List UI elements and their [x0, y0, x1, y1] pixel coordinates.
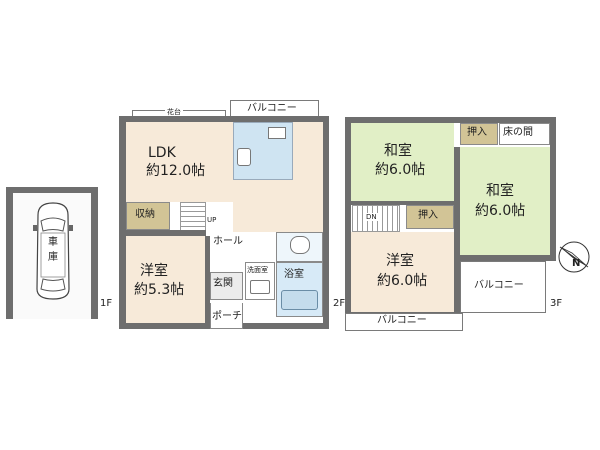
room-ldk [126, 122, 323, 202]
garage-block: 車 庫 [6, 187, 98, 319]
oshiire-1 [460, 123, 498, 145]
tokonoma-label: 床の間 [503, 127, 533, 138]
balcony-3f-bottom-label: バルコニー [377, 315, 427, 326]
compass-north-label: N [572, 258, 581, 269]
garage-label-1: 車 [48, 237, 58, 248]
garage-label-2: 庫 [48, 252, 58, 263]
storage-2f-label: 収納 [135, 209, 155, 220]
balcony-3f-right [460, 261, 546, 313]
ldk-name: LDK [148, 145, 176, 161]
washitsu-2-size: 約6.0帖 [475, 203, 526, 219]
floor-tag-2f: 2F [333, 298, 346, 309]
washbasin-icon [250, 280, 270, 294]
balcony-2f-label: バルコニー [247, 103, 297, 114]
wall-washitsu-2-left [454, 147, 460, 255]
yoshitsu-2f-size: 約5.3帖 [134, 282, 185, 298]
tokonoma [499, 123, 550, 145]
yoshitsu-2f-name: 洋室 [140, 263, 168, 279]
yoshitsu-3f-name: 洋室 [386, 253, 414, 269]
stairs-up-label: UP [207, 216, 217, 224]
porch-label: ポーチ [212, 311, 242, 322]
balcony-3f-bottom [345, 313, 463, 331]
oshiire-2 [406, 205, 454, 229]
porch [210, 303, 243, 329]
yoshitsu-3f-size: 約6.0帖 [377, 273, 428, 289]
washitsu-2-name: 和室 [486, 183, 514, 199]
room-washitsu-2 [460, 147, 550, 255]
balcony-3f-right-label: バルコニー [474, 280, 524, 291]
flower-bed-label: 花台 [165, 108, 183, 117]
sink-icon [268, 127, 286, 139]
toilet-icon [290, 236, 310, 254]
garage-wall-left [6, 187, 13, 319]
wall-yoshitsu-right [205, 236, 210, 323]
bathroom-label: 浴室 [284, 269, 304, 280]
washroom-label: 洗面室 [247, 266, 268, 274]
stove-icon [237, 148, 251, 166]
entrance [210, 272, 243, 300]
room-washitsu-1 [351, 123, 454, 201]
garage-wall-top [6, 187, 98, 193]
room-ldk-lower [233, 200, 323, 232]
wall-3f-middle [351, 201, 454, 205]
floor-tag-1f: 1F [100, 298, 113, 309]
oshiire-1-label: 押入 [467, 127, 487, 138]
oshiire-2-label: 押入 [418, 210, 438, 221]
stairs-dn-label: DN [365, 213, 378, 222]
garage-wall-right [91, 187, 98, 319]
room-yoshitsu-2f [126, 236, 206, 323]
washitsu-1-name: 和室 [384, 143, 412, 159]
entrance-label: 玄関 [213, 278, 233, 289]
car-icon: 車 庫 [32, 201, 74, 301]
bathtub-icon [281, 290, 318, 310]
room-yoshitsu-3f [351, 232, 454, 312]
ldk-size: 約12.0帖 [146, 163, 206, 179]
compass-north-icon [554, 237, 594, 277]
storage-2f [126, 202, 170, 230]
wall-yoshitsu-top [126, 230, 206, 236]
hall-label: ホール [213, 236, 243, 247]
washitsu-1-size: 約6.0帖 [375, 162, 426, 178]
floor-tag-3f: 3F [550, 298, 563, 309]
